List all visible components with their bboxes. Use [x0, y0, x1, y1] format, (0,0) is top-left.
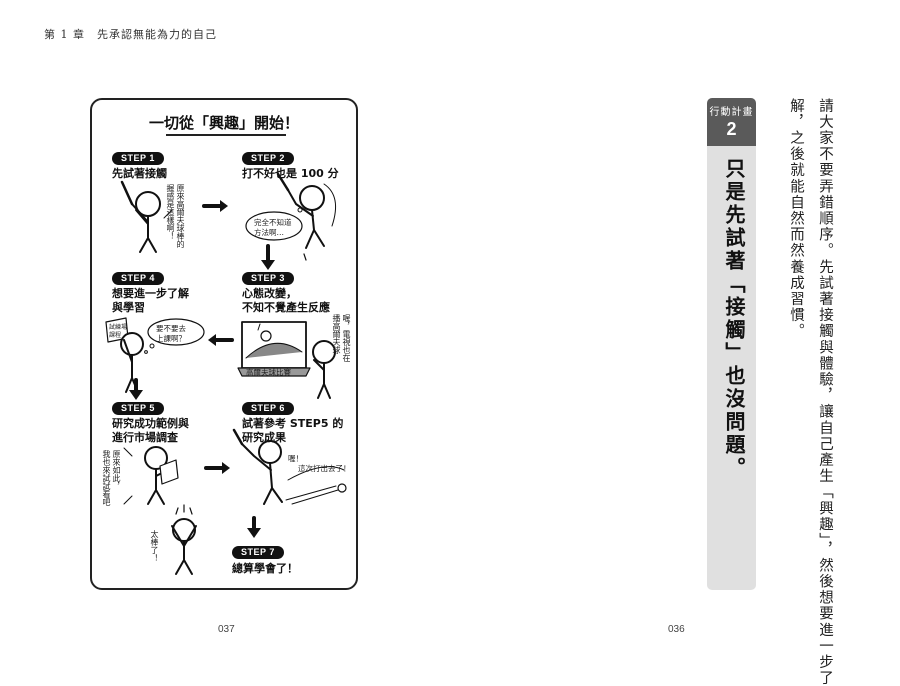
- step4-thought-line2: 上課啊？: [156, 334, 186, 343]
- step1-speech-col2: 握感是這樣啊！: [166, 184, 175, 240]
- chapter-header: 第 1 章 先承認無能為力的自己: [44, 28, 217, 41]
- action-plan-label: 行動計畫: [709, 107, 754, 118]
- body-text-column-1: 請大家不要弄錯順序。先試著接觸與體驗，讓自己產生「興趣」，然後想要進一步了: [817, 98, 833, 686]
- step3-speech-col1: 喔，電視也在: [342, 314, 351, 362]
- step-4-caption-line2: 與學習: [112, 301, 145, 314]
- title-underline: [166, 134, 286, 136]
- step-2-caption: 打不好也是 100 分: [242, 167, 339, 180]
- step-6-badge: STEP 6: [242, 402, 294, 415]
- step-1-badge: STEP 1: [112, 152, 164, 165]
- step-3-caption-line2: 不知不覺產生反應: [242, 301, 330, 314]
- action-plan-box: [707, 98, 756, 590]
- panel-title: 一切從「興趣」開始！: [148, 114, 299, 132]
- step-4-caption-line1: 想要進一步了解: [112, 287, 189, 300]
- step-6-caption-line1: 試著參考 STEP5 的: [242, 417, 344, 430]
- step5-figure: [144, 446, 179, 505]
- step2-thought-line1: 完全不知道: [254, 218, 292, 227]
- step2-figure: [276, 172, 337, 261]
- step-3-badge: STEP 3: [242, 272, 294, 285]
- step3-speech-col2: 播高爾夫球: [332, 314, 341, 354]
- step6-speech-line2: 這次打出去了！: [298, 464, 351, 473]
- step3-figure: [312, 340, 336, 399]
- step-7-badge: STEP 7: [232, 546, 284, 559]
- step6-speech-line1: 喔！: [288, 454, 303, 463]
- step-3-caption-line1: 心態改變，: [242, 287, 297, 300]
- step1-figure: [120, 180, 161, 253]
- body-text-column-2: 解，之後就能自然而然養成習慣。: [788, 98, 804, 340]
- step7-figure: [171, 504, 197, 575]
- step3-tv: [237, 321, 311, 377]
- step-2-badge: STEP 2: [242, 152, 294, 165]
- step-5-badge: STEP 5: [112, 402, 164, 415]
- step5-speech-col2: 我也來試試看吧: [102, 450, 111, 506]
- step4-sign-line1: 試練場: [109, 324, 128, 331]
- comic-panel: 一切從「興趣」開始！: [90, 98, 358, 590]
- step-5-caption-line1: 研究成功範例與: [112, 417, 189, 430]
- step3-tv-caption: 高爾夫球比賽: [246, 368, 291, 377]
- step-1-caption: 先試著接觸: [112, 167, 167, 180]
- step4-figure: [105, 317, 144, 393]
- step1-speech-col1: 原來高爾夫球棒的: [176, 184, 185, 248]
- step5-speech-col1: 原來如此，: [112, 450, 121, 490]
- comic-artwork: [105, 172, 347, 575]
- step4-thought-line1: 要不要去: [156, 324, 186, 333]
- page-number-left: 037: [218, 624, 235, 635]
- step-5-caption-line2: 進行市場調查: [112, 431, 178, 444]
- step7-speech: 太棒了！: [150, 530, 159, 562]
- action-plan-heading: 只是先試著「接觸」也沒問題。: [722, 158, 746, 480]
- step4-sign-line2: 課程: [109, 332, 122, 339]
- action-plan-tab: 行動計畫 2: [707, 98, 756, 146]
- step-4-badge: STEP 4: [112, 272, 164, 285]
- step-6-caption-line2: 研究成果: [242, 431, 286, 444]
- action-plan-number: 2: [726, 119, 737, 139]
- step6-figure: [232, 428, 347, 505]
- step-7-caption: 總算學會了！: [232, 562, 298, 575]
- step2-thought-line2: 方法啊…: [254, 228, 284, 237]
- page-number-right: 036: [668, 624, 685, 635]
